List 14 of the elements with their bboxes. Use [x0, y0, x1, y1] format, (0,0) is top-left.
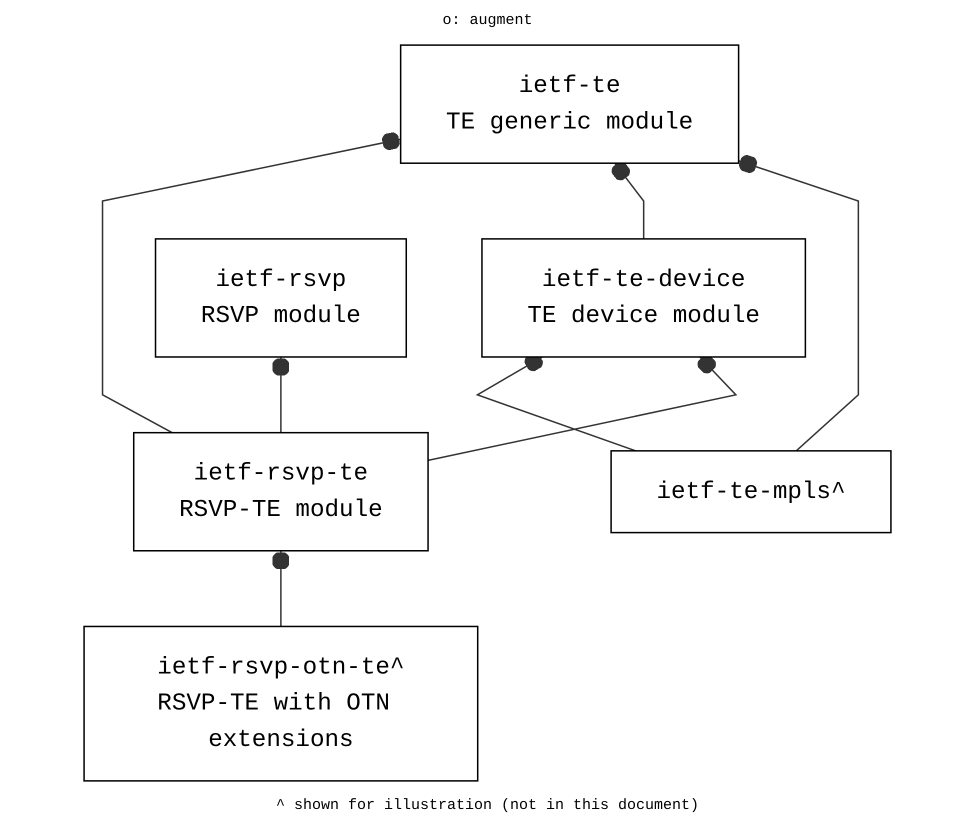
- node-box: ietf-rsvp-otn-te^ RSVP-TE with OTN extensions: [83, 626, 478, 782]
- connector: [272, 550, 290, 626]
- node-box: ietf-te-device TE device module: [481, 238, 806, 358]
- node-box: ietf-te TE generic module: [400, 44, 740, 164]
- key-note: o: augment: [442, 12, 532, 29]
- footnote: ^ shown for illustration (not in this document): [276, 797, 700, 814]
- connector: [738, 154, 860, 452]
- connector: [102, 132, 401, 434]
- connector: [612, 162, 644, 239]
- connector: [272, 356, 290, 433]
- node-box: ietf-te-mpls^: [610, 450, 892, 534]
- connector: [428, 355, 738, 462]
- node-box: ietf-rsvp RSVP module: [154, 238, 408, 358]
- node-box: ietf-rsvp-te RSVP-TE module: [132, 432, 429, 552]
